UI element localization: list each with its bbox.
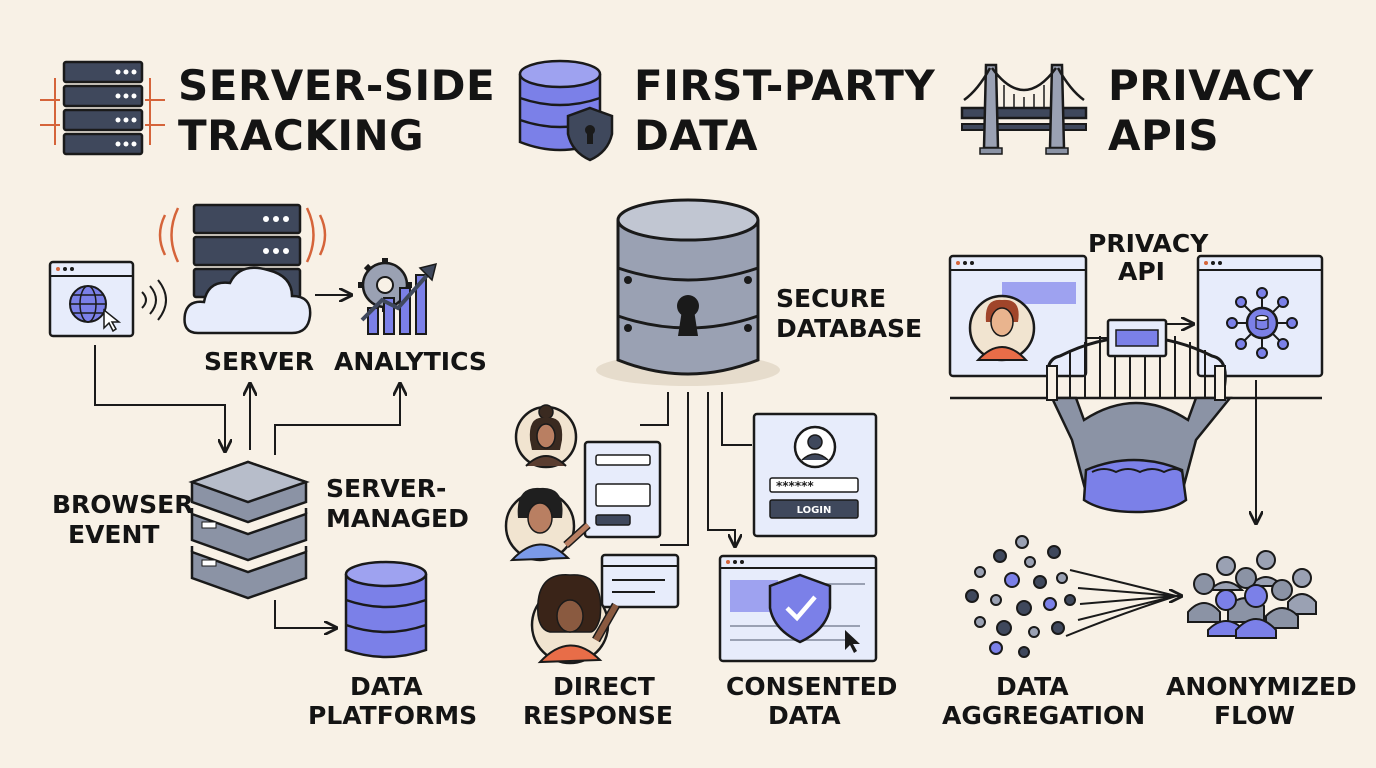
avatar-woman-3 xyxy=(530,574,620,665)
section-title-first-party-line2: DATA xyxy=(634,111,758,160)
login-card: ****** LOGIN xyxy=(752,412,878,538)
browser-window-icon xyxy=(48,260,167,338)
globe-icon xyxy=(69,285,107,323)
server-rack-icon xyxy=(40,60,165,156)
bridge-title-icon xyxy=(960,63,1088,155)
label-data-platforms-line2: PLATFORMS xyxy=(308,701,477,730)
password-mask: ****** xyxy=(776,479,814,493)
section-title-privacy-line2: APIS xyxy=(1108,111,1219,160)
label-anonymized-flow-line2: FLOW xyxy=(1214,701,1295,730)
data-platforms-database-icon xyxy=(344,560,428,659)
label-privacy-api-line2: API xyxy=(1118,257,1165,286)
signal-waves-icon xyxy=(141,279,167,321)
label-server-managed-line1: SERVER- xyxy=(326,474,446,503)
label-data-aggregation-line1: DATA xyxy=(996,672,1069,701)
login-button xyxy=(769,499,859,519)
login-button-label: LOGIN xyxy=(797,505,832,516)
cloud-server-icon xyxy=(158,203,327,335)
server-side-flow-arrows xyxy=(94,345,400,628)
shield-lock-icon xyxy=(566,106,614,162)
analytics-chart-icon xyxy=(358,258,438,335)
anonymized-crowd-icon xyxy=(1187,550,1317,639)
label-secure-database-line1: SECURE xyxy=(776,284,886,313)
label-analytics: ANALYTICS xyxy=(334,347,487,376)
secure-database-icon xyxy=(596,198,780,386)
cursor-icon xyxy=(845,630,860,653)
data-aggregation-dots xyxy=(965,535,1180,658)
avatar-woman-1 xyxy=(514,404,578,469)
consent-card xyxy=(718,554,878,663)
secure-database-title-icon xyxy=(518,59,614,162)
label-secure-database-line2: DATABASE xyxy=(776,314,922,343)
section-title-server-side-line2: TRACKING xyxy=(178,111,424,160)
section-title-privacy-line1: PRIVACY xyxy=(1108,61,1314,110)
section-title-first-party-line1: FIRST-PARTY xyxy=(634,61,935,110)
user-profile-window xyxy=(948,254,1088,378)
cursor-icon xyxy=(103,308,122,333)
avatar-person-2 xyxy=(504,487,591,562)
first-party-flow-lines xyxy=(640,392,752,545)
label-server-managed-line2: MANAGED xyxy=(326,504,469,533)
label-browser-event-line2: EVENT xyxy=(68,520,159,549)
form-card-icon xyxy=(583,440,662,539)
shield-check-icon xyxy=(768,573,832,644)
label-privacy-api-line1: PRIVACY xyxy=(1088,229,1209,258)
small-browser-card-icon xyxy=(600,553,680,609)
network-hub-window xyxy=(1196,254,1324,378)
label-direct-response-line2: RESPONSE xyxy=(523,701,673,730)
label-direct-response-line1: DIRECT xyxy=(553,672,655,701)
bridge-illustration xyxy=(950,320,1322,514)
server-stack-icon xyxy=(188,460,310,600)
label-server: SERVER xyxy=(204,347,314,376)
label-browser-event-line1: BROWSER xyxy=(52,490,193,519)
label-consented-data-line2: DATA xyxy=(768,701,841,730)
section-title-server-side-line1: SERVER-SIDE xyxy=(178,61,495,110)
label-data-platforms-line1: DATA xyxy=(350,672,423,701)
keyhole-icon xyxy=(677,295,699,336)
label-data-aggregation-line2: AGGREGATION xyxy=(942,701,1145,730)
password-field xyxy=(769,477,859,493)
label-consented-data-line1: CONSENTED xyxy=(726,672,897,701)
label-anonymized-flow-line1: ANONYMIZED xyxy=(1166,672,1357,701)
